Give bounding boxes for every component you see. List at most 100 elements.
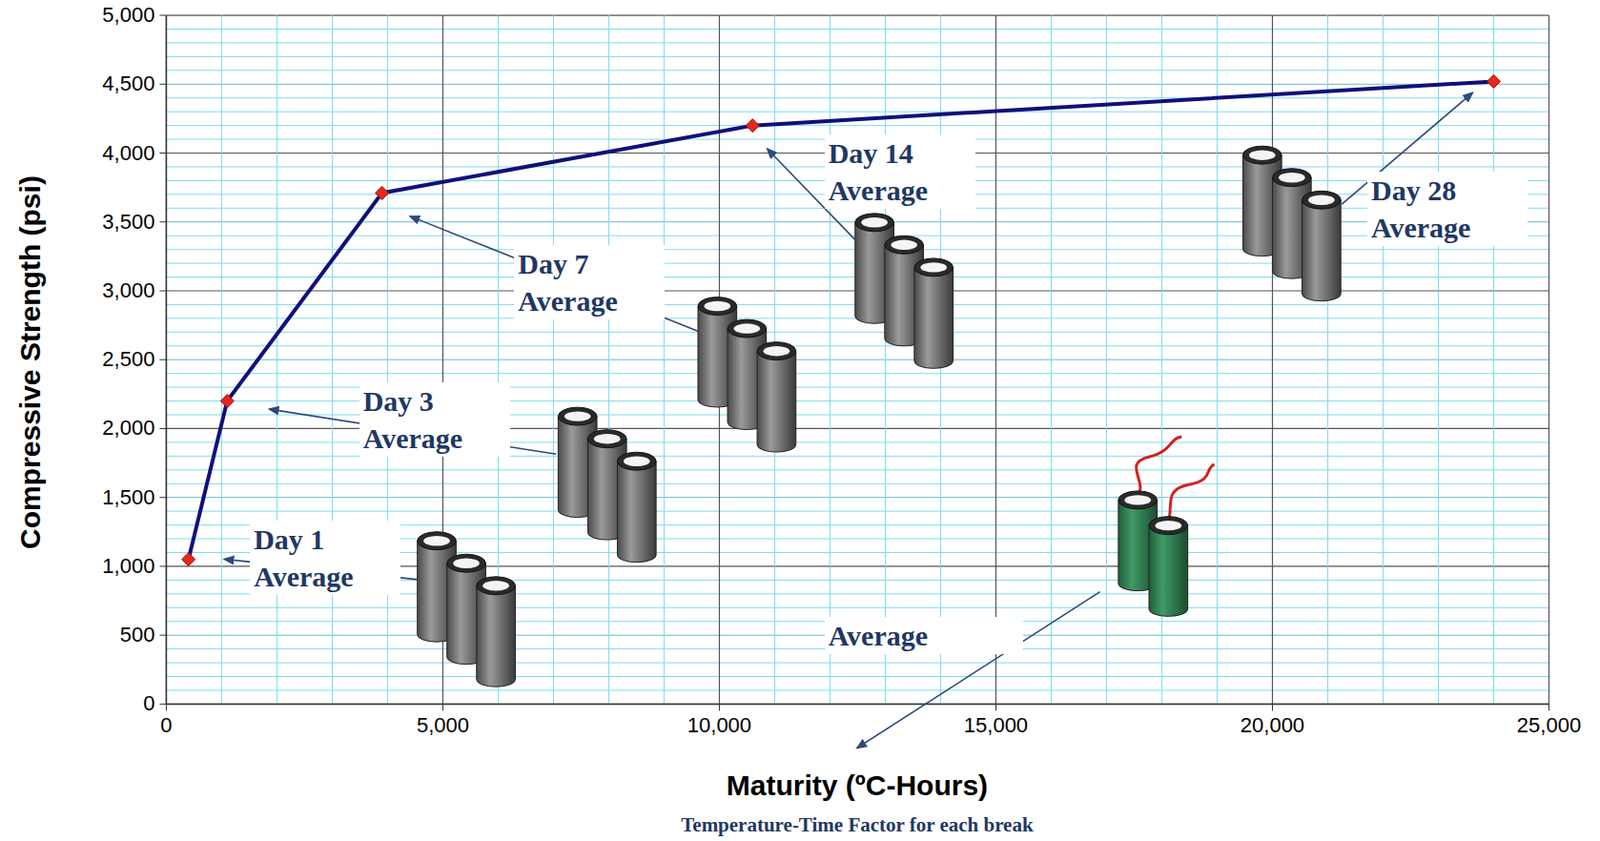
cylinder-top <box>564 410 592 421</box>
grid-line <box>165 607 1549 609</box>
grid-line <box>165 331 1549 333</box>
grid-line <box>276 15 278 704</box>
grid-line <box>165 56 1549 58</box>
cylinder-rim <box>417 532 457 551</box>
tick-mark <box>159 428 166 430</box>
test-cylinder <box>757 342 797 452</box>
grid-line <box>387 15 389 704</box>
chart-caption: Temperature-Time Factor for each break <box>680 812 1033 837</box>
cylinder-rim <box>697 297 738 316</box>
tick-mark <box>159 635 166 636</box>
tick-mark <box>159 359 166 361</box>
leader-arrow <box>410 216 699 332</box>
test-cylinder <box>1302 190 1342 301</box>
tick-mark <box>995 703 997 711</box>
grid-line <box>165 469 1549 471</box>
callout-label: Day 3 Average <box>359 382 511 457</box>
grid-line <box>165 496 1549 498</box>
test-cylinder <box>1148 516 1189 617</box>
cylinder-top <box>482 580 510 591</box>
cylinder-top <box>1154 520 1182 531</box>
cylinder-body <box>476 585 516 687</box>
cylinder-body <box>757 350 797 452</box>
tick-mark <box>159 496 166 498</box>
tick-label: 3,000 <box>102 278 155 304</box>
cylinder-top <box>763 346 791 356</box>
tick-mark <box>718 703 720 711</box>
grid-line <box>608 15 610 704</box>
cylinder-body <box>1302 200 1342 302</box>
cylinder-rim <box>447 553 487 573</box>
sensor-wire <box>1136 436 1183 498</box>
cylinder-rim <box>1271 168 1312 187</box>
sensor-wire <box>1168 464 1214 523</box>
callout-label: Day 7 Average <box>513 245 665 320</box>
grid-line <box>165 676 1549 677</box>
grid-line <box>995 15 997 704</box>
callout-label: Average <box>824 616 1024 655</box>
cylinder-top <box>920 262 947 272</box>
grid-line <box>165 83 1549 85</box>
tick-label: 4,500 <box>102 71 155 97</box>
tick-mark <box>442 703 444 711</box>
cylinder-top <box>703 301 731 311</box>
grid-line <box>165 41 1549 43</box>
cylinder-rim <box>476 576 516 595</box>
cylinder-top <box>1124 494 1151 505</box>
grid-line <box>553 15 554 704</box>
grid-line <box>829 15 831 704</box>
tick-mark <box>159 15 166 17</box>
test-cylinder <box>616 451 657 562</box>
cylinder-body <box>616 461 657 563</box>
cylinder-top <box>861 217 888 227</box>
test-cylinder <box>476 576 516 687</box>
cylinder-rim <box>1118 491 1158 510</box>
grid-line <box>165 483 1549 485</box>
tick-label: 5,000 <box>102 2 155 28</box>
tick-mark <box>159 152 166 154</box>
tick-label: 10,000 <box>687 713 752 739</box>
data-marker <box>182 553 196 567</box>
tick-label: 20,000 <box>1240 713 1305 739</box>
data-marker <box>1486 74 1500 88</box>
grid-line <box>165 97 1549 99</box>
tick-mark <box>1548 703 1550 711</box>
tick-label: 0 <box>143 691 155 717</box>
tick-mark <box>1271 703 1273 711</box>
tick-mark <box>159 83 166 85</box>
cylinder-body <box>914 266 954 369</box>
tick-mark <box>165 703 167 711</box>
grid-line <box>165 703 1549 705</box>
callout-label: Day 1 Average <box>249 520 401 595</box>
tick-label: 2,000 <box>102 415 155 441</box>
tick-mark <box>159 703 166 705</box>
cylinder-top <box>1249 149 1276 160</box>
grid-line <box>165 28 1549 30</box>
cylinder-rim <box>616 451 657 471</box>
cylinder-top <box>1308 195 1335 206</box>
grid-line <box>165 662 1549 664</box>
axis-title: Maturity (ºC-Hours) <box>726 769 988 802</box>
cylinder-rim <box>855 213 895 232</box>
cylinder-top <box>734 323 761 333</box>
tick-label: 4,000 <box>102 141 155 166</box>
cylinder-top <box>594 433 621 444</box>
leader-arrow <box>857 592 1101 749</box>
tick-label: 0 <box>160 713 172 739</box>
x-axis <box>165 703 1549 706</box>
cylinder-top <box>452 557 480 568</box>
tick-mark <box>159 289 166 291</box>
grid-line <box>331 15 333 704</box>
cylinder-rim <box>1302 190 1342 209</box>
grid-line <box>165 372 1549 374</box>
grid-line <box>1271 15 1273 704</box>
grid-line <box>1548 15 1550 704</box>
grid-line <box>165 689 1549 691</box>
cylinder-rim <box>757 342 797 361</box>
grid-line <box>1382 15 1384 704</box>
grid-line <box>1050 15 1052 704</box>
tick-label: 1,000 <box>102 553 155 579</box>
cylinder-top <box>423 535 451 546</box>
